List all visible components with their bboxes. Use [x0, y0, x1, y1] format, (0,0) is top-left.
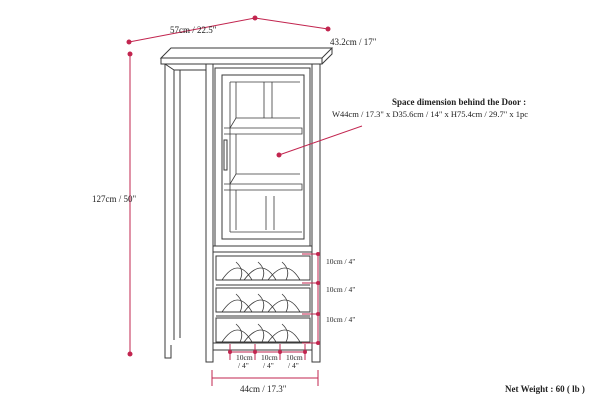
door-space-callout: Space dimension behind the Door : W44cm …: [276, 97, 528, 158]
depth-label: 43.2cm / 17": [330, 37, 377, 47]
height-dimension: 127cm / 50": [92, 51, 136, 357]
height-label: 127cm / 50": [92, 194, 136, 204]
cabinet-drawing: [159, 47, 334, 363]
bottom-width-label: 44cm / 17.3": [240, 384, 287, 394]
top-width-dimension: 57cm / 22.5": [126, 15, 258, 45]
rack-row-label: 10cm / 4": [326, 257, 355, 266]
rack-col-label: 10cm: [286, 353, 303, 362]
rack-col-label: 10cm: [236, 353, 253, 362]
rack-row-label: 10cm / 4": [326, 315, 355, 324]
door-space-title: Space dimension behind the Door :: [392, 97, 526, 107]
rack-row-label: 10cm / 4": [326, 285, 355, 294]
rack-row-dimensions: 10cm / 4" 10cm / 4" 10cm / 4": [302, 252, 355, 345]
rack-col-dimensions: 10cm / 4" 10cm / 4" 10cm / 4": [228, 344, 307, 370]
rack-col-label: / 4": [238, 361, 249, 370]
top-width-label: 57cm / 22.5": [170, 25, 217, 35]
door-space-value: W44cm / 17.3" x D35.6cm / 14" x H75.4cm …: [332, 109, 528, 119]
rack-col-label: 10cm: [261, 353, 278, 362]
net-weight-label: Net Weight : 60 ( lb ): [505, 384, 585, 394]
rack-col-label: / 4": [263, 361, 274, 370]
rack-col-label: / 4": [288, 361, 299, 370]
bottom-width-dimension: 44cm / 17.3": [211, 370, 319, 394]
depth-dimension: 43.2cm / 17": [254, 17, 377, 47]
